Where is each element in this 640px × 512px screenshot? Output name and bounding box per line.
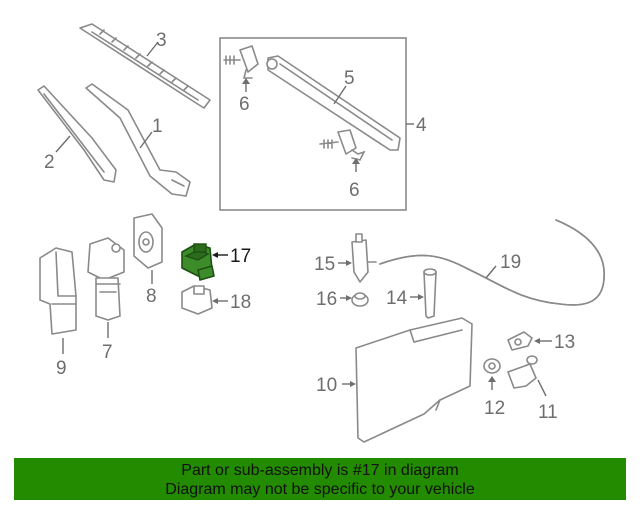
callout-6-upper: 6	[239, 78, 250, 115]
svg-text:7: 7	[102, 342, 113, 363]
washer-nozzle-part	[507, 355, 538, 389]
svg-text:1: 1	[152, 116, 163, 137]
wiper-arm-part	[85, 83, 191, 197]
pivot-upper-part	[223, 45, 259, 79]
svg-text:10: 10	[316, 375, 337, 396]
callout-14: 14	[386, 288, 424, 309]
callout-4: 4	[406, 115, 427, 136]
svg-text:5: 5	[344, 68, 355, 89]
svg-text:8: 8	[146, 286, 157, 307]
svg-text:6: 6	[349, 180, 360, 201]
washer-hose-part	[379, 219, 605, 306]
arm-cover-part	[37, 85, 117, 183]
svg-text:18: 18	[230, 292, 251, 313]
callout-15: 15	[314, 254, 352, 275]
washer-reservoir-part	[355, 317, 473, 443]
callout-6-lower: 6	[349, 158, 360, 201]
svg-text:9: 9	[56, 358, 67, 379]
wiper-motor-part	[87, 237, 125, 321]
washer-pump-part	[351, 233, 377, 283]
banner-line-1: Part or sub-assembly is #17 in diagram	[181, 462, 459, 479]
level-sensor-part	[423, 268, 437, 319]
callout-1: 1	[139, 116, 163, 149]
callout-9: 9	[56, 338, 67, 379]
callout-19: 19	[485, 252, 521, 279]
callout-3: 3	[146, 30, 167, 57]
motor-bracket-part	[133, 213, 163, 269]
callout-18: 18	[212, 292, 251, 313]
svg-text:17: 17	[230, 246, 251, 267]
callout-13: 13	[534, 332, 575, 353]
pivot-lower-part	[319, 129, 366, 161]
svg-text:3: 3	[156, 30, 167, 51]
svg-text:15: 15	[314, 254, 335, 275]
callout-16: 16	[316, 289, 352, 310]
svg-text:2: 2	[44, 152, 55, 173]
linkage-rod-part	[266, 55, 401, 151]
svg-text:16: 16	[316, 289, 337, 310]
svg-text:12: 12	[484, 398, 505, 419]
svg-text:19: 19	[500, 252, 521, 273]
callout-12: 12	[484, 376, 505, 419]
relay-part-18	[181, 285, 213, 315]
callout-7: 7	[102, 322, 113, 363]
clip-part	[507, 331, 533, 351]
notice-banner: Part or sub-assembly is #17 in diagram D…	[14, 458, 626, 500]
svg-text:14: 14	[386, 288, 408, 309]
wiper-blade-part	[79, 23, 211, 109]
callout-10: 10	[316, 375, 356, 396]
banner-line-2: Diagram may not be specific to your vehi…	[165, 481, 475, 498]
svg-text:4: 4	[416, 115, 427, 136]
callout-5: 5	[333, 68, 355, 105]
grommet-part	[351, 292, 369, 307]
callout-2: 2	[44, 135, 71, 173]
svg-text:11: 11	[538, 402, 558, 423]
svg-text:6: 6	[239, 94, 250, 115]
relay-part-17-highlighted[interactable]	[181, 243, 215, 281]
small-grommet-part	[483, 358, 501, 374]
motor-cover-part	[39, 247, 77, 335]
callout-17: 17	[212, 246, 251, 267]
parts-diagram: 3 1 2 4 5 6	[37, 23, 605, 443]
svg-text:13: 13	[554, 332, 575, 353]
callout-11: 11	[537, 379, 558, 423]
callout-8: 8	[146, 270, 157, 307]
